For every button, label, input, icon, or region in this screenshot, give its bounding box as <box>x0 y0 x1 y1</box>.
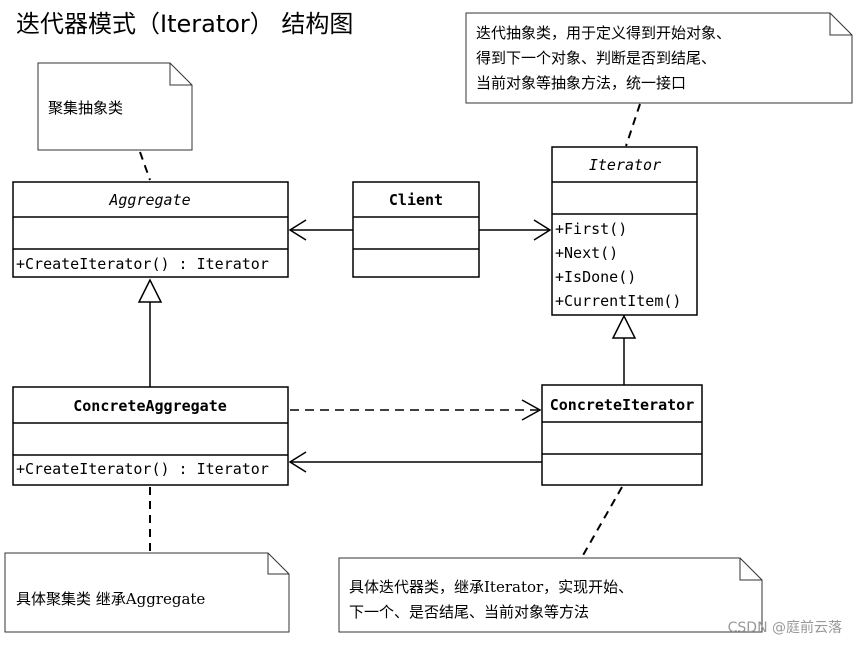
note-concrete-aggregate: 具体聚集类 继承Aggregate <box>4 552 290 633</box>
note-iterator-line-1: 迭代抽象类，用于定义得到开始对象、 <box>476 24 731 42</box>
note-iterator-link <box>625 103 641 147</box>
iterator-operation-next: +Next() <box>555 244 618 262</box>
iterator-operation-isdone: +IsDone() <box>555 268 636 286</box>
iterator-operation-first: +First() <box>555 220 627 238</box>
iterator-operation-currentitem: +CurrentItem() <box>555 292 681 310</box>
note-concrete-iterator: 具体迭代器类，继承Iterator，实现开始、 下一个、是否结尾、当前对象等方法 <box>338 557 763 633</box>
class-aggregate: Aggregate +CreateIterator() : Iterator <box>12 181 289 278</box>
generalization-concrete-aggregate <box>137 278 163 387</box>
generalization-concrete-iterator <box>611 314 637 385</box>
concrete-iterator-name: ConcreteIterator <box>550 396 695 414</box>
concrete-aggregate-name: ConcreteAggregate <box>73 397 227 415</box>
class-iterator: Iterator +First() +Next() +IsDone() +Cur… <box>551 146 698 316</box>
dependency-aggregate-iterator <box>290 399 542 421</box>
watermark: CSDN @庭前云落 <box>728 619 842 636</box>
note-iterator-line-3: 当前对象等抽象方法，统一接口 <box>476 74 686 92</box>
assoc-iterator-aggregate <box>288 451 542 473</box>
note-concrete-aggregate-line: 具体聚集类 继承Aggregate <box>16 590 205 608</box>
class-concrete-aggregate: ConcreteAggregate +CreateIterator() : It… <box>12 386 289 486</box>
note-aggregate: 聚集抽象类 <box>37 62 193 151</box>
note-concrete-iterator-line-1: 具体迭代器类，继承Iterator，实现开始、 <box>349 578 633 596</box>
class-concrete-iterator: ConcreteIterator <box>541 384 703 486</box>
client-name: Client <box>389 191 443 209</box>
aggregate-name: Aggregate <box>108 191 190 209</box>
note-iterator: 迭代抽象类，用于定义得到开始对象、 得到下一个对象、判断是否到结尾、 当前对象等… <box>465 12 853 104</box>
assoc-client-aggregate <box>288 219 353 241</box>
aggregate-operation: +CreateIterator() : Iterator <box>16 255 269 273</box>
concrete-aggregate-operation: +CreateIterator() : Iterator <box>16 460 269 478</box>
note-iterator-line-2: 得到下一个对象、判断是否到结尾、 <box>476 49 716 67</box>
note-aggregate-line: 聚集抽象类 <box>48 99 123 117</box>
note-aggregate-link <box>139 151 151 181</box>
class-client: Client <box>352 181 480 278</box>
iterator-name: Iterator <box>589 156 661 174</box>
note-concrete-iterator-line-2: 下一个、是否结尾、当前对象等方法 <box>349 603 589 621</box>
assoc-client-iterator <box>479 219 552 241</box>
diagram-title: 迭代器模式（Iterator） 结构图 <box>16 10 353 38</box>
note-concrete-iterator-link <box>581 486 623 558</box>
